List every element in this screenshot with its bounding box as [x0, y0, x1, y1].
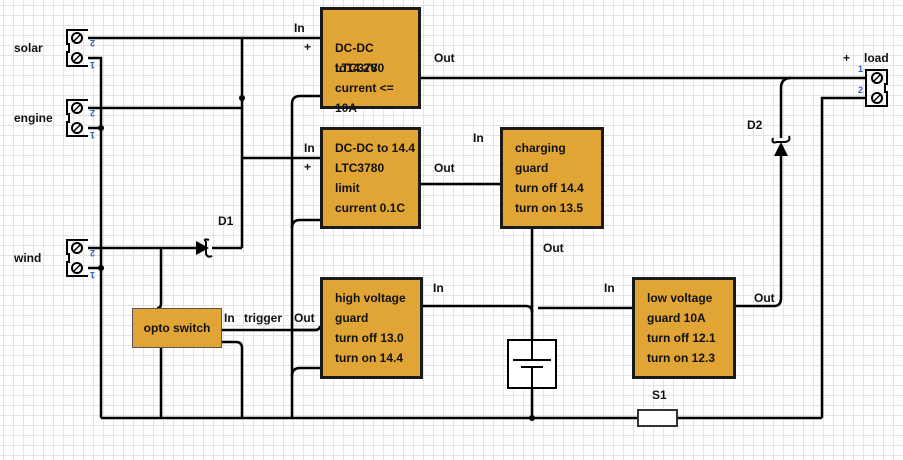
load-polarity: + [843, 51, 851, 65]
block-text: turn on 13.5 [515, 201, 584, 215]
trigger-label: trigger [244, 311, 283, 325]
block-text: guard [515, 161, 549, 175]
block-text: LTC3780 [335, 61, 385, 75]
port-out-label: Out [434, 51, 455, 65]
pin-label: 2 [858, 85, 864, 95]
switch-s1-label: S1 [652, 388, 667, 402]
terminal-engine-icon [66, 99, 88, 137]
battery-icon [507, 339, 557, 389]
port-in-label: In [294, 21, 305, 35]
block-text: low voltage [647, 291, 713, 305]
block-text: LTC3780 [335, 161, 385, 175]
block-text: turn off 14.4 [515, 181, 584, 195]
pin-label: 2 [90, 248, 96, 258]
block-charging-guard[interactable]: charging guard turn off 14.4 turn on 13.… [500, 127, 604, 229]
port-out-label: Out [543, 241, 564, 255]
block-text: turn on 12.3 [647, 351, 716, 365]
diode-d2-label: D2 [747, 118, 763, 132]
pin-label: 1 [858, 64, 864, 74]
block-text: DC-DC to14.2V [335, 41, 378, 75]
pin-label: 1 [90, 60, 96, 70]
block-text: high voltage [335, 291, 406, 305]
block-text: DC-DC to 14.4 [335, 141, 416, 155]
source-label-engine: engine [14, 111, 53, 125]
junction-dot [239, 95, 245, 101]
wire-ground-vertical [290, 94, 320, 418]
port-plus-label: + [304, 40, 312, 54]
wire-wind-opto [156, 248, 163, 310]
wire-lv-out [732, 156, 783, 308]
pin-label: 2 [90, 108, 96, 118]
block-text: current 0.1C [335, 201, 406, 215]
wire-hv-ground [290, 366, 320, 377]
wire-d2-up [779, 76, 792, 138]
block-text: opto switch [143, 321, 211, 335]
port-in-label: In [604, 281, 615, 295]
terminal-load-icon [865, 69, 888, 107]
block-text: turn off 13.0 [335, 331, 404, 345]
port-in-label: In [433, 281, 444, 295]
block-dcdc-main[interactable]: DC-DC to14.2V LTC3780 current <= 10A [320, 7, 421, 115]
junction-dot [98, 265, 104, 271]
pin-label: 1 [90, 130, 96, 140]
port-in-label: In [304, 141, 315, 155]
load-label: load [864, 51, 889, 65]
block-text: turn off 12.1 [647, 331, 716, 345]
wire-hv-in [418, 304, 534, 313]
port-in-label: In [224, 311, 235, 325]
diode-d2-icon [771, 135, 791, 156]
pin-label: 2 [90, 38, 96, 48]
source-label-solar: solar [14, 41, 43, 55]
wire-solar-negative [88, 56, 103, 418]
block-low-voltage-guard[interactable]: low voltage guard 10A turn off 12.1 turn… [632, 277, 736, 379]
block-text: guard [335, 311, 369, 325]
port-in-label: In [473, 131, 484, 145]
wire-dcdc2-ground [290, 218, 320, 229]
pin-label: 1 [90, 270, 96, 280]
block-text: charging [515, 141, 566, 155]
wire-hv-trigger [292, 325, 322, 332]
junction-dot [529, 415, 535, 421]
diode-d1-icon [196, 238, 213, 258]
block-high-voltage-guard[interactable]: high voltage guard turn off 13.0 turn on… [320, 277, 423, 379]
block-opto-switch[interactable]: opto switch [132, 308, 222, 348]
wire-opto-ground [156, 342, 163, 418]
block-text: limit [335, 181, 360, 195]
diode-d1-label: D1 [218, 214, 234, 228]
port-out-label: Out [434, 161, 455, 175]
terminal-solar-icon [66, 29, 88, 67]
source-label-wind: wind [14, 251, 42, 265]
wire-load-negative [820, 96, 866, 418]
block-text: guard 10A [647, 311, 706, 325]
wire-opto-return [222, 340, 244, 418]
block-dcdc-charge[interactable]: DC-DC to 14.4 LTC3780 limit current 0.1C [320, 127, 421, 229]
junction-dot [98, 125, 104, 131]
switch-s1-icon [637, 409, 678, 427]
port-out-label: Out [754, 291, 775, 305]
block-text: turn on 14.4 [335, 351, 404, 365]
port-out-label: Out [294, 311, 315, 325]
terminal-wind-icon [66, 239, 88, 277]
port-plus-label: + [304, 160, 312, 174]
block-text: current <= 10A [335, 81, 394, 115]
